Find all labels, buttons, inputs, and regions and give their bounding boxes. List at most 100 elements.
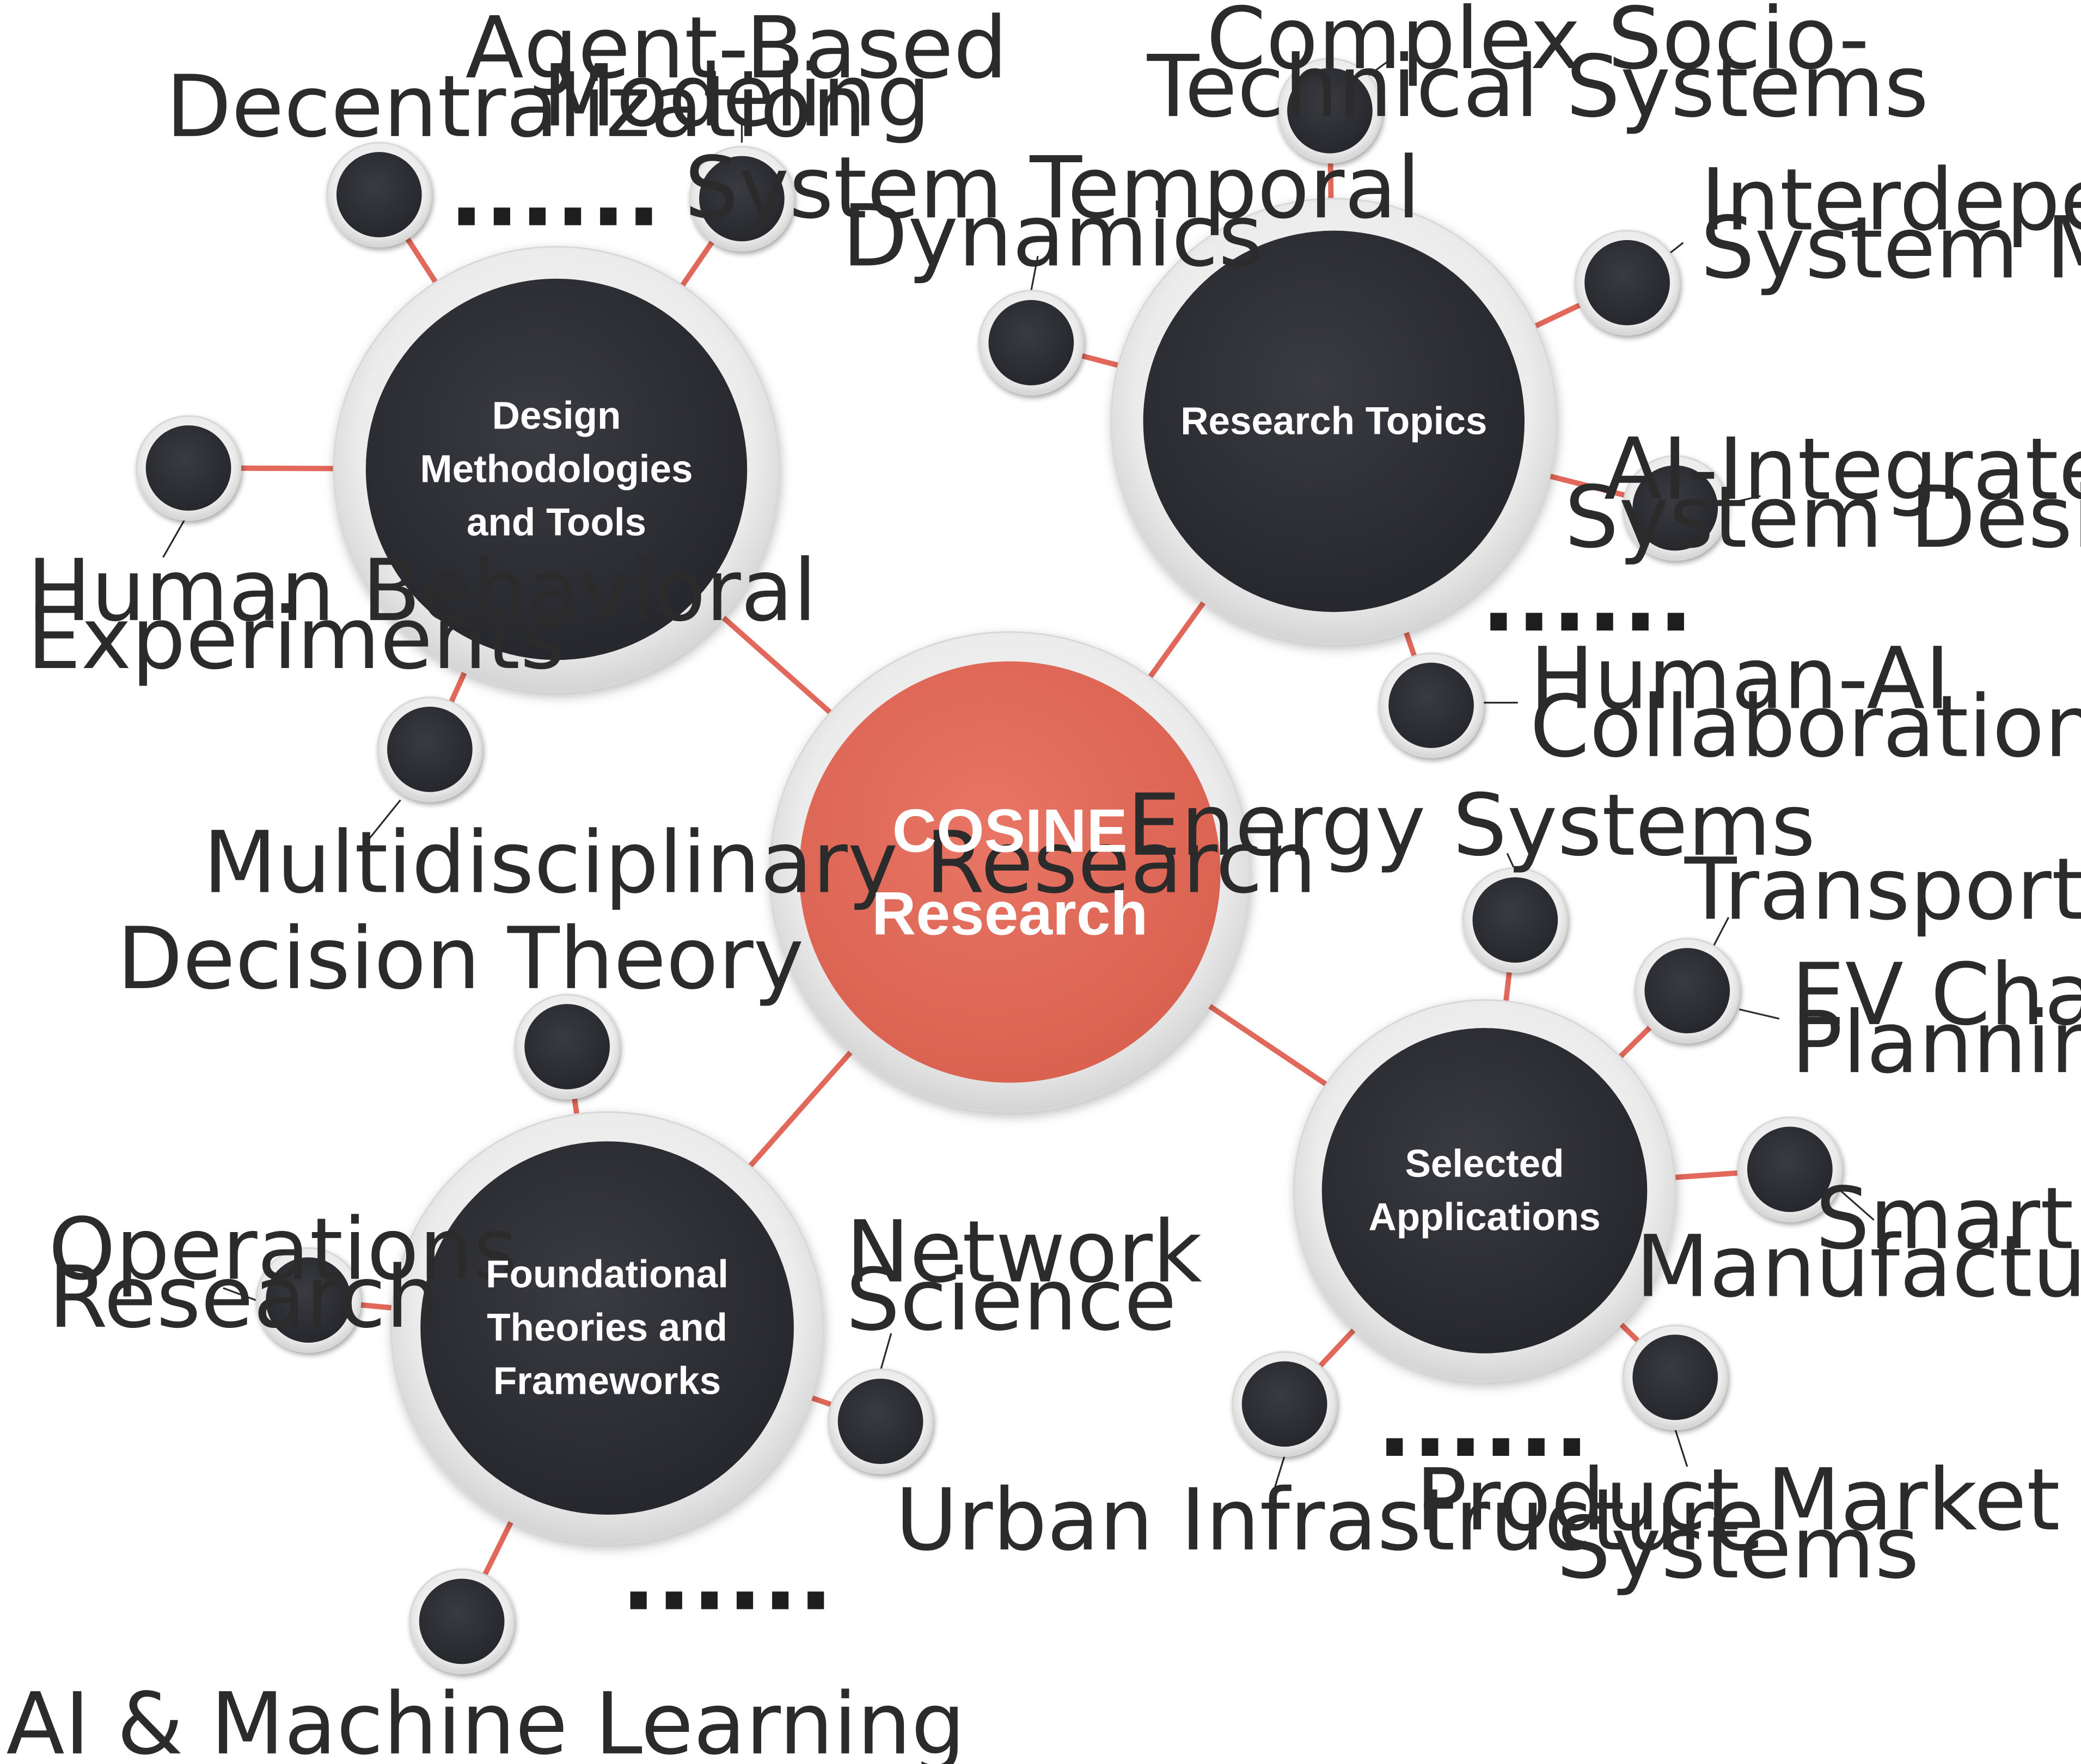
hub-node-research-topics-disc bbox=[1143, 230, 1525, 612]
leaf-node-smart-manufacturing-disc bbox=[1747, 1126, 1833, 1212]
leaf-node-ai-integrated-system-design-disc bbox=[1632, 465, 1718, 551]
leaf-label-network-science-line-1: Network bbox=[846, 1203, 1202, 1302]
leaf-label-complex-socio-technical-line-2: Technical Systems bbox=[1147, 37, 1929, 136]
leaf-node-human-behavioral-experiments bbox=[136, 415, 242, 521]
leader-line-layer bbox=[162, 59, 1875, 1491]
leaf-node-smart-manufacturing bbox=[1737, 1116, 1843, 1222]
leaf-label-complex-socio-technical-line-1: Complex Socio- bbox=[1207, 0, 1870, 88]
leaf-label-agent-based-modeling-line-2: Modeling bbox=[542, 46, 931, 145]
leader-line-transportation-ev bbox=[1711, 917, 1730, 948]
leader-line-multidisciplinary-research bbox=[366, 799, 401, 842]
leaf-label-product-market-systems-line-2: Systems bbox=[1557, 1498, 1919, 1597]
leaf-label-decentralization-line-1: Decentralization bbox=[166, 57, 866, 156]
leaf-label-interdependent-system-modeling-line-1: Interdependent bbox=[1700, 150, 2081, 249]
center-label-line-1: COSINE bbox=[892, 797, 1128, 865]
center-label-line-2: Research bbox=[872, 879, 1148, 948]
leaf-node-decentralization bbox=[326, 142, 432, 248]
leaf-node-system-temporal-dynamics bbox=[978, 290, 1084, 396]
hub-label-foundational-line-3: Frameworks bbox=[493, 1360, 721, 1403]
center-node-disc bbox=[799, 661, 1221, 1083]
leaf-label-energy-systems-line-1: Energy Systems bbox=[1127, 776, 1816, 875]
leaf-node-decision-theory bbox=[514, 994, 620, 1100]
leaf-label-urban-infrastructure-line-1: Urban Infrastructure bbox=[895, 1471, 1764, 1570]
leaf-label-transportation-ev-extra-line-1: EV Charging bbox=[1791, 945, 2081, 1044]
leaf-label-smart-manufacturing-line-1: Smart bbox=[1815, 1169, 2073, 1268]
hub-label-design-line-3: and Tools bbox=[467, 501, 646, 544]
more-indicator-foundational: ...... bbox=[621, 1523, 834, 1632]
leaf-node-network-science-disc bbox=[837, 1379, 923, 1464]
leaf-node-decision-theory-disc bbox=[524, 1004, 610, 1089]
leaf-node-complex-socio-technical bbox=[1277, 58, 1383, 164]
hub-label-foundational-line-2: Theories and bbox=[487, 1307, 727, 1350]
leaf-node-urban-infrastructure-disc bbox=[1241, 1361, 1327, 1447]
leaf-label-decision-theory-line-1: Decision Theory bbox=[117, 909, 804, 1008]
leaf-label-human-behavioral-experiments-line-1: Human Behavioral bbox=[27, 541, 817, 640]
leader-line-product-market-systems bbox=[1674, 1429, 1688, 1467]
leaf-node-operations-research-disc bbox=[266, 1257, 351, 1343]
leaf-label-system-temporal-dynamics-line-2: Dynamics bbox=[842, 186, 1263, 285]
more-indicator-applications: ...... bbox=[1377, 1370, 1590, 1478]
leaf-node-energy-systems bbox=[1462, 867, 1568, 973]
leaf-label-operations-research-line-2: Research bbox=[48, 1248, 440, 1347]
leaf-node-complex-socio-technical-disc bbox=[1287, 68, 1373, 154]
leaf-label-product-market-systems-line-1: Product Market bbox=[1416, 1450, 2060, 1549]
node-layer bbox=[136, 58, 1843, 1674]
leaf-label-human-ai-collaboration-line-1: Human-AI bbox=[1530, 629, 1950, 728]
leaf-label-transportation-ev-extra-line-2: Planning bbox=[1791, 993, 2081, 1092]
leaf-label-operations-research-line-1: Operations bbox=[48, 1200, 518, 1299]
leader-line-human-behavioral-experiments bbox=[162, 519, 186, 558]
leaf-label-agent-based-modeling-line-1: Agent-Based bbox=[466, 0, 1008, 97]
leader-line-operations-research bbox=[223, 1287, 260, 1302]
hub-label-research-topics-line-1: Research Topics bbox=[1180, 400, 1487, 443]
leader-line-smart-manufacturing bbox=[1840, 1190, 1875, 1221]
hub-label-design-line-2: Methodologies bbox=[420, 448, 693, 491]
leader-line-system-temporal-dynamics bbox=[1030, 255, 1039, 291]
hub-label-foundational-line-1: Foundational bbox=[486, 1253, 729, 1296]
leaf-node-multidisciplinary-research bbox=[377, 696, 483, 803]
leaf-node-agent-based-modeling bbox=[689, 145, 795, 252]
leader-line-ai-integrated-system-design bbox=[1725, 495, 1761, 505]
leaf-node-transportation-ev-disc bbox=[1644, 948, 1730, 1033]
leaf-node-interdependent-system-modeling bbox=[1574, 230, 1680, 336]
leaf-label-network-science-line-2: Science bbox=[846, 1251, 1177, 1350]
leaf-label-interdependent-system-modeling-line-2: System Modeling bbox=[1700, 199, 2081, 298]
leaf-label-transportation-ev-line-1: Transportation System bbox=[1684, 840, 2081, 939]
hub-node-design bbox=[333, 246, 780, 693]
hub-node-research-topics bbox=[1110, 198, 1558, 645]
leaf-node-human-behavioral-experiments-disc bbox=[145, 425, 231, 511]
leader-line-transportation-ev-extra bbox=[1739, 1008, 1780, 1020]
leaf-label-human-behavioral-experiments-line-2: Experiments bbox=[27, 589, 565, 688]
leaf-label-multidisciplinary-research-line-1: Multidisciplinary Research bbox=[203, 813, 1317, 912]
leaf-node-multidisciplinary-research-disc bbox=[387, 706, 473, 792]
leaf-label-ai-integrated-system-design-line-1: AI-Integrated bbox=[1604, 420, 2081, 519]
hub-label-design-line-1: Design bbox=[492, 395, 621, 438]
leader-line-urban-infrastructure bbox=[1273, 1455, 1286, 1491]
hub-node-foundational bbox=[390, 1111, 824, 1545]
leaf-node-interdependent-system-modeling-disc bbox=[1584, 240, 1670, 326]
leaf-label-system-temporal-dynamics-line-1: System Temporal bbox=[684, 138, 1421, 237]
leaf-label-smart-manufacturing-line-2: Manufacturing bbox=[1636, 1217, 2081, 1316]
leaf-node-decentralization-disc bbox=[336, 152, 422, 237]
leaf-node-product-market-systems bbox=[1622, 1324, 1728, 1430]
leaf-node-ai-machine-learning-disc bbox=[419, 1578, 505, 1664]
leaf-node-energy-systems-disc bbox=[1472, 877, 1558, 963]
label-layer: DecentralizationAgent-BasedModelingHuman… bbox=[6, 0, 2081, 1764]
leaf-node-network-science bbox=[828, 1368, 934, 1474]
center-node bbox=[769, 631, 1251, 1113]
leaf-label-ai-machine-learning-line-1: AI & Machine Learning bbox=[6, 1675, 965, 1764]
leaf-label-ai-integrated-system-design-line-2: System Design bbox=[1565, 468, 2081, 567]
leaf-node-human-ai-collaboration-disc bbox=[1388, 663, 1474, 748]
leaf-node-human-ai-collaboration bbox=[1378, 652, 1484, 758]
leaf-node-product-market-systems-disc bbox=[1632, 1334, 1718, 1420]
leaf-node-system-temporal-dynamics-disc bbox=[988, 300, 1074, 385]
hub-label-applications-line-1: Selected bbox=[1405, 1142, 1564, 1185]
more-indicator-design: ...... bbox=[449, 139, 662, 248]
hub-node-foundational-disc bbox=[420, 1141, 794, 1515]
more-indicator-research-topics: ...... bbox=[1481, 544, 1694, 653]
hub-node-applications bbox=[1293, 999, 1676, 1382]
leaf-node-agent-based-modeling-disc bbox=[699, 156, 785, 242]
hub-label-applications-line-2: Applications bbox=[1368, 1196, 1600, 1239]
leaf-node-operations-research bbox=[255, 1247, 362, 1353]
leaf-node-urban-infrastructure bbox=[1232, 1351, 1338, 1457]
